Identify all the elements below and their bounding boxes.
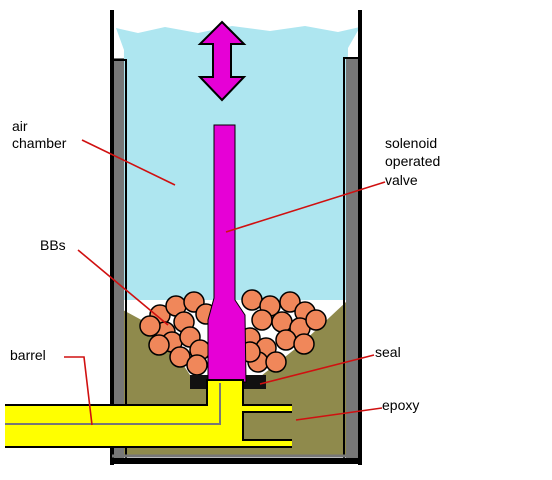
seal-right [244, 375, 266, 389]
bb [275, 329, 297, 351]
air-chamber-leader [81, 139, 176, 186]
bbs-leader [77, 249, 169, 326]
bb [305, 309, 327, 331]
label-solenoid-valve: solenoid operated valve [385, 135, 444, 188]
label-solenoid: solenoid [385, 135, 437, 151]
label-seal: seal [375, 344, 401, 360]
label-epoxy: epoxy [382, 397, 419, 413]
air-chamber-fill [116, 26, 360, 300]
leader-lines [64, 139, 386, 426]
bb [186, 354, 208, 376]
label-barrel: barrel [10, 347, 46, 363]
label-chamber: chamber [12, 135, 67, 151]
label-air: air [12, 118, 28, 134]
bb [148, 334, 170, 356]
label-valve: valve [385, 172, 418, 188]
label-operated: operated [385, 153, 440, 169]
epoxy-leader [295, 407, 383, 421]
bb [271, 311, 293, 333]
bb [279, 291, 301, 313]
label-air-chamber: air chamber [12, 118, 67, 151]
bb [293, 333, 315, 355]
solenoid-leader [225, 181, 386, 233]
bbs-cluster [139, 289, 327, 376]
motion-double-arrow [197, 20, 247, 102]
barrel [5, 379, 292, 448]
bb [139, 315, 161, 337]
barrel-leader [64, 356, 93, 426]
bb [265, 351, 287, 373]
seal-leader [259, 354, 375, 385]
bb [251, 309, 273, 331]
bb [241, 289, 263, 311]
label-bbs: BBs [40, 237, 66, 253]
solenoid-valve [207, 124, 247, 383]
